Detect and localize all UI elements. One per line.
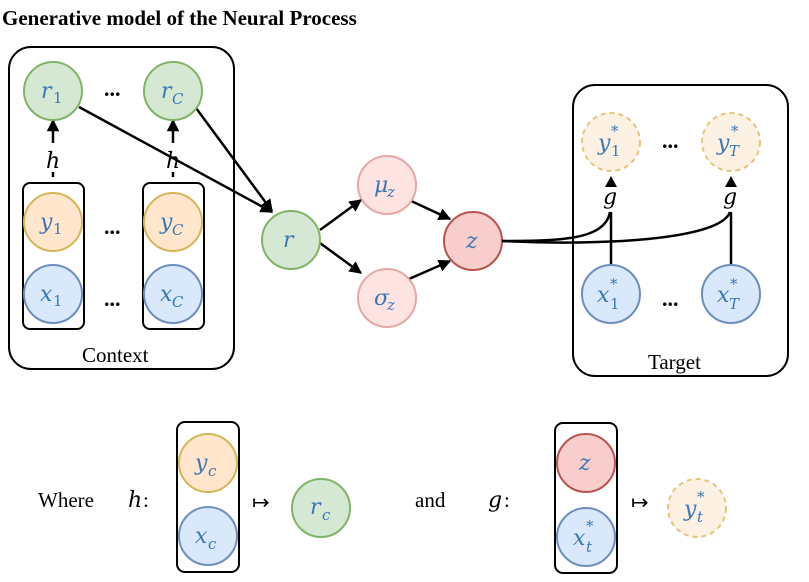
diagram-title: Generative model of the Neural Process <box>2 6 357 30</box>
svg-text:*: * <box>697 488 705 506</box>
legend-h-maps-to: ↦ <box>252 490 270 514</box>
svg-text:y: y <box>39 210 53 235</box>
node-rC: r C <box>143 61 203 121</box>
svg-text:1: 1 <box>53 292 63 310</box>
legend-g-maps-to: ↦ <box>631 490 649 514</box>
legend-node-z: z <box>556 433 616 493</box>
svg-text:t: t <box>697 508 704 526</box>
svg-text:x: x <box>160 282 173 307</box>
svg-text:y: y <box>159 210 173 235</box>
context-r-ellipsis: ... <box>104 76 121 101</box>
node-xT-star: x T * <box>701 264 761 324</box>
node-xC: x C <box>143 264 203 324</box>
legend-node-xc: x c <box>178 506 238 566</box>
legend-h-input-box <box>176 421 240 573</box>
legend-g: g <box>488 488 502 513</box>
edge-r1-to-r <box>78 105 274 214</box>
context-pair-box-c <box>142 182 205 330</box>
legend-and: and <box>415 488 446 512</box>
g-label-T: g <box>723 185 737 210</box>
svg-text:*: * <box>611 122 619 140</box>
svg-text:1: 1 <box>53 220 63 238</box>
node-r1: r 1 <box>23 61 83 121</box>
svg-text:*: * <box>731 122 739 140</box>
node-y1: y 1 <box>23 192 83 252</box>
node-x1-star: x 1 * <box>581 264 641 324</box>
svg-text:z: z <box>465 229 478 254</box>
target-x-ellipsis: ... <box>662 286 679 311</box>
svg-text:σ: σ <box>374 286 390 311</box>
svg-text:r: r <box>283 228 295 253</box>
legend-g-colon: : <box>504 488 510 512</box>
svg-text:z: z <box>386 183 395 201</box>
svg-text:y: y <box>683 497 697 522</box>
legend-node-yc: y c <box>178 433 238 493</box>
svg-text:r: r <box>41 79 53 104</box>
svg-text:z: z <box>386 296 395 314</box>
svg-text:y: y <box>194 451 208 476</box>
svg-text:*: * <box>730 275 738 293</box>
legend-where: Where <box>38 488 94 512</box>
svg-text:*: * <box>610 275 618 293</box>
svg-text:*: * <box>586 517 594 535</box>
svg-text:x: x <box>597 283 610 308</box>
svg-text:x: x <box>195 524 208 549</box>
h-label-1: h <box>46 149 60 174</box>
node-yC: y C <box>143 192 203 252</box>
target-label: Target <box>648 350 701 374</box>
edge-rC-to-r <box>194 107 274 213</box>
target-plate <box>572 84 789 377</box>
edge-z-to-gT <box>501 211 732 244</box>
context-pair-box-1 <box>22 182 85 330</box>
node-z: z <box>443 211 503 271</box>
context-y-ellipsis: ... <box>104 214 121 239</box>
svg-text:y: y <box>597 131 611 156</box>
svg-text:c: c <box>208 535 217 553</box>
svg-text:C: C <box>172 221 184 239</box>
arrowhead-g-to-yTstar <box>725 176 737 187</box>
legend-h-colon: : <box>143 488 149 512</box>
svg-text:x: x <box>40 282 53 307</box>
svg-text:y: y <box>716 131 730 156</box>
legend-h: h <box>128 488 142 513</box>
edge-r-to-mu <box>319 198 363 232</box>
svg-text:T: T <box>729 142 740 160</box>
svg-text:c: c <box>208 462 217 480</box>
svg-text:C: C <box>172 90 184 108</box>
context-label: Context <box>82 343 149 367</box>
legend-g-input-box <box>554 422 618 574</box>
svg-text:T: T <box>729 295 740 313</box>
svg-text:1: 1 <box>611 142 621 160</box>
node-x1: x 1 <box>23 264 83 324</box>
svg-text:t: t <box>586 538 593 556</box>
svg-text:r: r <box>310 495 322 520</box>
svg-text:μ: μ <box>374 173 388 198</box>
legend-node-rc: r c <box>291 478 351 538</box>
node-mu-z: μ z <box>357 155 417 215</box>
svg-text:1: 1 <box>53 89 63 107</box>
svg-text:r: r <box>161 79 173 104</box>
edge-r-to-sigma <box>319 241 363 275</box>
node-y1-star: y 1 * <box>581 112 641 172</box>
node-r: r <box>261 210 321 270</box>
svg-text:x: x <box>717 283 730 308</box>
arrowhead-g-to-y1star <box>605 176 617 187</box>
svg-text:z: z <box>578 451 591 476</box>
svg-text:c: c <box>322 506 331 524</box>
edge-sigma-to-z <box>408 259 452 281</box>
target-y-ellipsis: ... <box>662 128 679 153</box>
svg-text:x: x <box>573 526 586 551</box>
svg-text:1: 1 <box>610 295 620 313</box>
context-plate <box>8 46 235 370</box>
svg-text:C: C <box>172 293 184 311</box>
node-yT-star: y T * <box>701 112 761 172</box>
node-sigma-z: σ z <box>357 268 417 328</box>
g-label-1: g <box>603 185 617 210</box>
edge-mu-to-z <box>408 198 452 221</box>
context-x-ellipsis: ... <box>104 286 121 311</box>
legend-node-xt-star: x t * <box>556 507 616 567</box>
legend-node-yt-star: y t * <box>667 478 727 538</box>
edge-z-to-g1 <box>501 211 612 243</box>
